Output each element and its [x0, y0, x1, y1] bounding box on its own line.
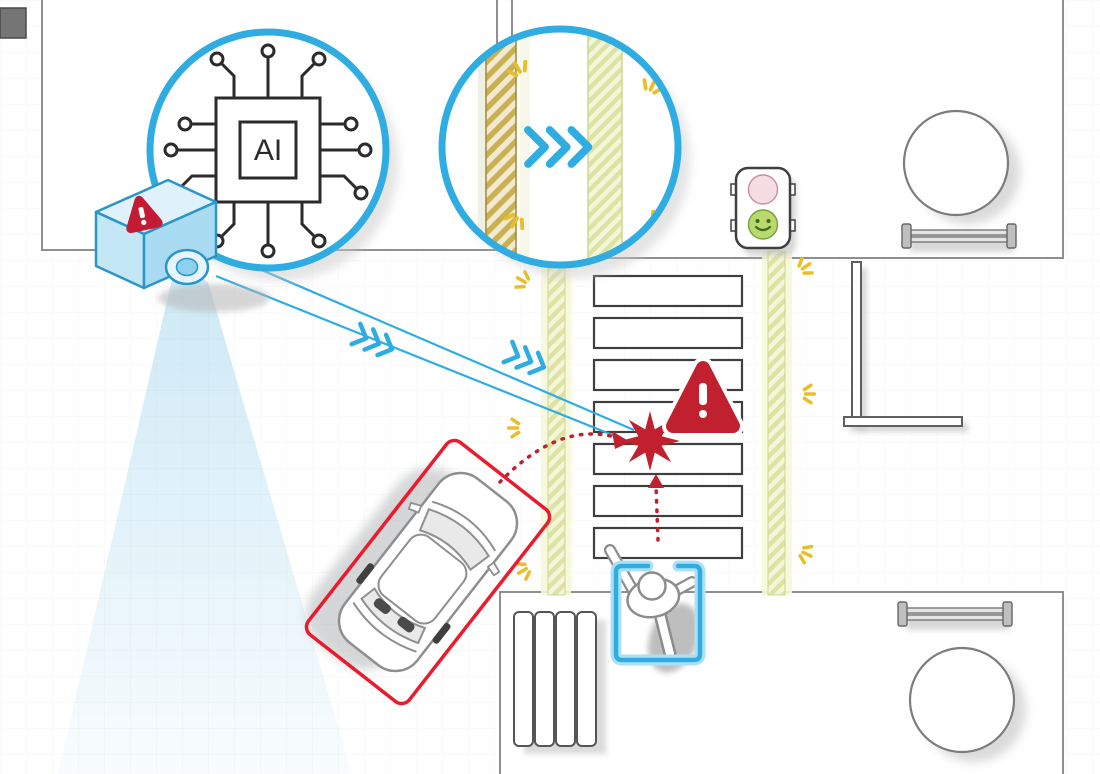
- detected-car: [304, 438, 552, 706]
- camera-right-face: [142, 200, 218, 290]
- crosswalk-edge-strips: [541, 250, 792, 596]
- ai-camera-icon: [94, 178, 270, 312]
- car-roof: [377, 533, 468, 625]
- pedestrian-top-view-icon: [604, 544, 698, 661]
- tire: [356, 563, 375, 585]
- side-mirror: [407, 501, 423, 514]
- planter-circle-bottom: [908, 646, 1026, 762]
- pedestrian-detection-box: [613, 563, 703, 663]
- arrowhead: [612, 431, 630, 449]
- corner-block: [0, 7, 27, 39]
- bench-slats: [513, 611, 606, 754]
- camera-view-beam: [58, 262, 352, 774]
- seat-headrest: [397, 616, 415, 633]
- warning-triangle-icon: [662, 357, 744, 437]
- pedestrian-path-arrow: [654, 484, 660, 542]
- signal-line: [221, 251, 635, 432]
- crosswalk-bar: [592, 316, 744, 350]
- ai-chip-label: AI: [254, 134, 282, 167]
- arrowhead: [648, 474, 664, 488]
- walk-light-on: [747, 209, 779, 240]
- smiley-face-icon: [754, 219, 772, 232]
- detected-pedestrian: [604, 544, 706, 673]
- bench-rail-top: [901, 223, 1017, 252]
- walk-signal-icon: [730, 166, 796, 256]
- tire: [432, 622, 451, 644]
- crosswalk-bar: [592, 484, 744, 518]
- planter-circle-top: [902, 109, 1020, 224]
- sign-pole: [843, 261, 968, 432]
- seat-headrest: [373, 598, 391, 614]
- light-strip-left: [547, 250, 566, 596]
- zoom-circle-border: [438, 25, 682, 269]
- chip-outer-frame: [214, 96, 322, 204]
- crosswalk-zoom-icon: [438, 25, 690, 278]
- car-path-arrow: [498, 432, 620, 484]
- magnified-light-strip: [587, 29, 623, 265]
- camera-warning-icon: [126, 195, 163, 234]
- signal-line: [215, 274, 631, 444]
- crosswalk-bar: [592, 274, 744, 308]
- stop-light-off: [747, 174, 779, 205]
- chip-inner-frame: [238, 120, 298, 180]
- windshield: [418, 507, 491, 572]
- collision-path-arrows: [498, 431, 664, 542]
- pedestrian-head: [637, 571, 667, 601]
- crosswalk-bar: [592, 526, 744, 560]
- bench-rail-bottom: [897, 601, 1013, 630]
- light-strip-right: [767, 250, 786, 596]
- side-mirror: [486, 561, 501, 577]
- car-detection-box: [304, 438, 552, 706]
- camera-signal-lines: [215, 251, 635, 444]
